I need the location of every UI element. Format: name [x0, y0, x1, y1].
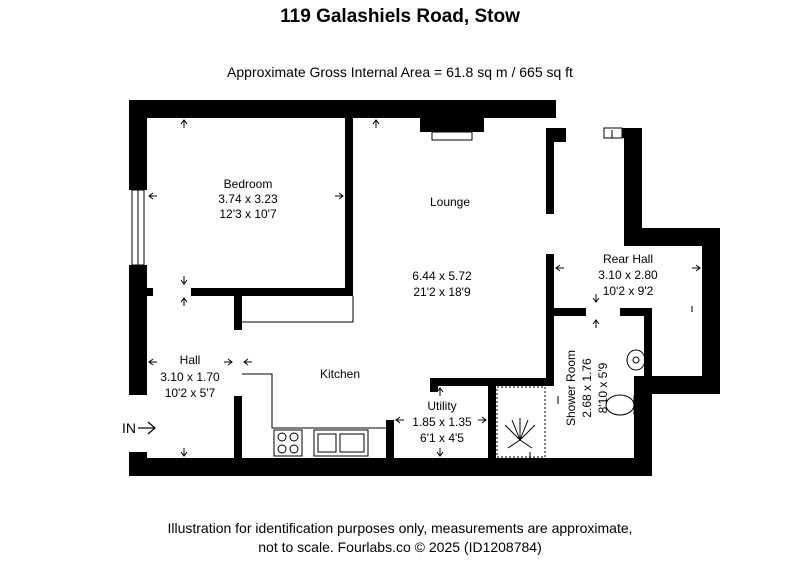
room-shower: Shower Room 2.68 x 1.76 8'10 x 5'9	[564, 350, 610, 426]
room-bedroom: Bedroom 3.74 x 3.23 12'3 x 10'7	[218, 177, 278, 221]
basin-icon	[626, 349, 646, 371]
shower-room-name: Shower Room	[564, 350, 578, 426]
wall-top	[129, 100, 556, 118]
wall-rear-hall-bottom-left	[546, 308, 586, 316]
kitchen-name: Kitchen	[320, 367, 360, 381]
shower-room-imperial: 8'10 x 5'9	[596, 362, 610, 413]
hall-imperial: 10'2 x 5'7	[165, 386, 216, 400]
wall-right-upper	[624, 128, 642, 230]
fireplace	[420, 116, 484, 141]
hall-metric: 3.10 x 1.70	[160, 370, 220, 384]
room-hall: Hall 3.10 x 1.70 10'2 x 5'7	[160, 353, 220, 400]
utility-imperial: 6'1 x 4'5	[420, 431, 464, 445]
entrance-arrow-icon	[138, 421, 156, 435]
wall-right-outer	[702, 228, 720, 394]
hob	[273, 429, 303, 457]
kitchen-units	[242, 296, 386, 457]
rear-hall-metric: 3.10 x 2.80	[598, 268, 658, 282]
wall-utility-left	[386, 420, 394, 460]
wall-bedroom-right	[345, 116, 353, 296]
bedroom-name: Bedroom	[224, 177, 273, 191]
rear-hall-imperial: 10'2 x 9'2	[603, 284, 654, 298]
wall-right-lower	[634, 376, 652, 476]
shower-head-icon	[504, 418, 536, 449]
wall-top-right-stub	[554, 128, 566, 142]
wall-kitchen-hall	[234, 396, 242, 460]
bedroom-metric: 3.74 x 3.23	[218, 192, 278, 206]
wall-hall-pier	[234, 288, 242, 330]
wall-right-step	[624, 228, 720, 246]
lounge-imperial: 21'2 x 18'9	[413, 285, 471, 299]
room-rear-hall: Rear Hall 3.10 x 2.80 10'2 x 9'2	[598, 252, 658, 298]
wall-bedroom-bottom	[191, 288, 353, 296]
wall-lounge-rear-upper	[546, 128, 554, 214]
room-lounge: Lounge 6.44 x 5.72 21'2 x 18'9	[412, 195, 472, 299]
disclaimer-line-2: not to scale. Fourlabs.co © 2025 (ID1208…	[258, 539, 542, 555]
rear-hall-name: Rear Hall	[603, 252, 653, 266]
shower-room-metric: 2.68 x 1.76	[580, 358, 594, 418]
wall-shower-right	[644, 308, 652, 378]
wall-right-return	[652, 376, 720, 394]
lounge-metric: 6.44 x 5.72	[412, 269, 472, 283]
wall-rear-top-stub	[610, 128, 642, 138]
plan-title: 119 Galashiels Road, Stow	[280, 6, 520, 27]
lounge-name: Lounge	[430, 195, 470, 209]
wall-left-upper	[129, 100, 147, 190]
dimension-arrows	[148, 119, 701, 458]
interior-walls	[129, 116, 652, 460]
wall-utility-right	[488, 378, 496, 460]
wall-left-mid	[129, 265, 147, 395]
shower-tray	[496, 386, 546, 458]
disclaimer-line-1: Illustration for identification purposes…	[167, 520, 633, 536]
utility-name: Utility	[427, 399, 456, 413]
utility-metric: 1.85 x 1.35	[412, 415, 472, 429]
wall-rear-hall-bottom-right	[620, 308, 652, 316]
room-kitchen: Kitchen	[320, 367, 360, 381]
entrance-label: IN	[122, 420, 136, 436]
wall-bedroom-bottom-left	[129, 288, 153, 296]
disclaimer: Illustration for identification purposes…	[0, 519, 800, 557]
sink	[313, 429, 369, 457]
wall-utility-top-angle	[430, 378, 438, 392]
bedroom-imperial: 12'3 x 10'7	[219, 207, 277, 221]
windows	[131, 127, 623, 266]
hall-name: Hall	[180, 353, 201, 367]
shower-fixtures	[496, 349, 646, 458]
wall-bottom	[129, 458, 652, 476]
exterior-walls	[129, 100, 720, 476]
gross-area-text: Approximate Gross Internal Area = 61.8 s…	[227, 64, 573, 80]
room-utility: Utility 1.85 x 1.35 6'1 x 4'5	[412, 399, 472, 445]
toilet-icon	[605, 394, 635, 416]
rear-window	[603, 127, 623, 139]
